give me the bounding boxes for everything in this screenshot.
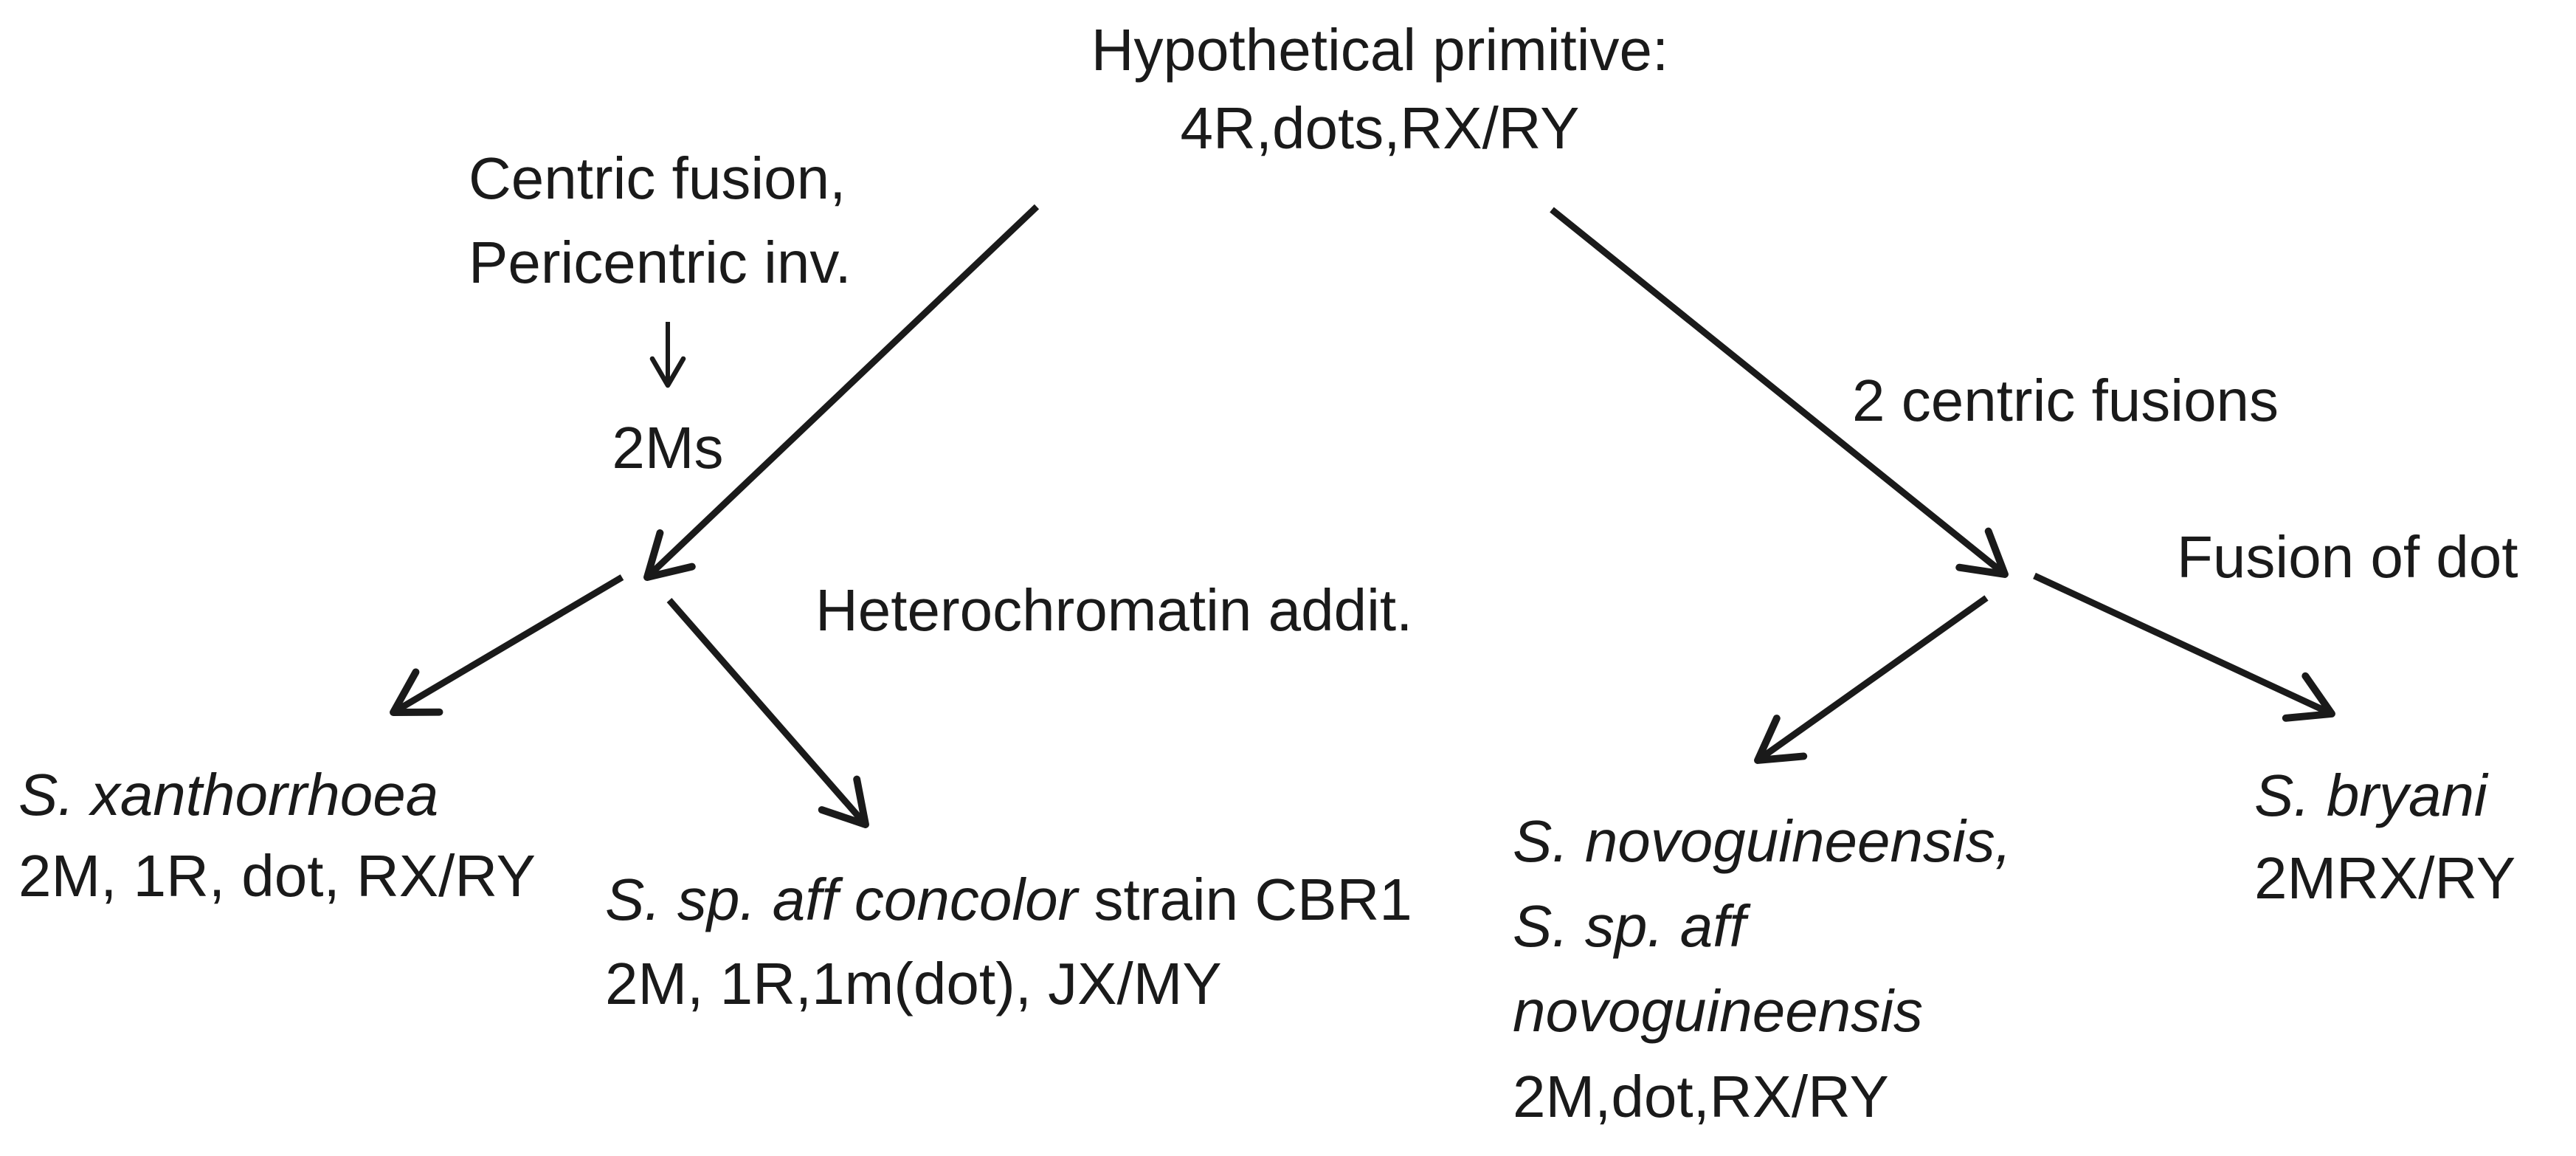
heterochromatin-label: Heterochromatin addit. xyxy=(815,577,1413,643)
species-name: S. bryani xyxy=(2254,763,2487,828)
arrow-left-junction-to-concolor xyxy=(666,598,869,828)
root-karyotype: 4R,dots,RX/RY xyxy=(1180,94,1580,161)
arrow-root-to-right-junction xyxy=(1550,207,2009,578)
species-name-italic-part: S. sp. aff concolor xyxy=(605,867,1078,932)
fusion-of-dot-label: Fusion of dot xyxy=(2177,524,2518,590)
species-karyotype: 2M,dot,RX/RY xyxy=(1513,1063,1889,1129)
intermediate-2Ms-label: 2Ms xyxy=(612,415,724,481)
arrow-left-junction-to-xanthorrhoea xyxy=(390,574,624,716)
left-mechanism-label: Centric fusion, Pericentric inv. xyxy=(469,137,852,304)
species-karyotype: 2M, 1R,1m(dot), JX/MY xyxy=(605,950,1222,1016)
species-name-line3: novoguineensis xyxy=(1513,978,1923,1045)
species-name-line2: S. sp. aff xyxy=(1513,893,1746,960)
two-centric-fusions-label: 2 centric fusions xyxy=(1852,368,2279,433)
root-title: Hypothetical primitive: xyxy=(1091,17,1669,83)
centric-fusion-text: Centric fusion, xyxy=(469,145,846,211)
species-karyotype: 2MRX/RY xyxy=(2254,845,2516,911)
arrow-right-junction-to-bryani xyxy=(2033,572,2335,722)
species-name: S. xanthorrhoea xyxy=(18,762,439,828)
arrow-right-junction-to-novoguineensis xyxy=(1754,595,1989,764)
species-concolor: S. sp. aff concolor strain CBR1 2M, 1R,1… xyxy=(605,858,1412,1025)
species-bryani: S. bryani 2MRX/RY xyxy=(2254,754,2515,920)
pericentric-inv-text: Pericentric inv. xyxy=(469,229,852,295)
arrow-root-to-left-junction xyxy=(643,204,1040,581)
species-karyotype: 2M, 1R, dot, RX/RY xyxy=(18,843,536,909)
species-name-strain-part: strain CBR1 xyxy=(1077,867,1412,932)
species-xanthorrhoea: S. xanthorrhoea 2M, 1R, dot, RX/RY xyxy=(18,754,536,918)
species-name: S. sp. aff concolor strain CBR1 xyxy=(605,858,1412,942)
species-novoguineensis: S. novoguineensis, S. sp. aff novoguinee… xyxy=(1513,799,2012,1139)
root-node-label: Hypothetical primitive: 4R,dots,RX/RY xyxy=(1011,11,1749,167)
species-name-line1: S. novoguineensis, xyxy=(1513,808,2012,874)
